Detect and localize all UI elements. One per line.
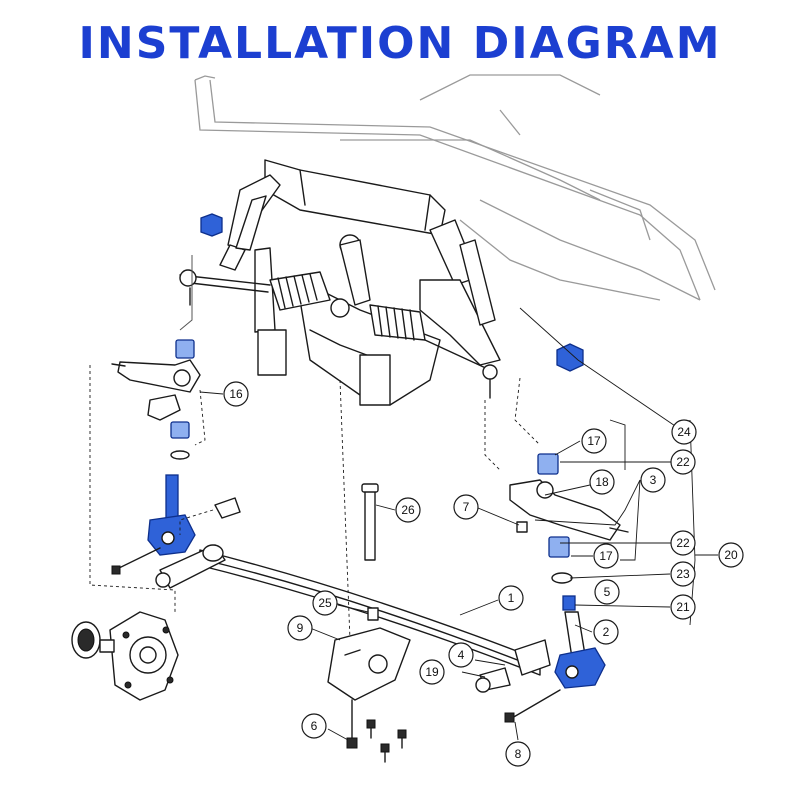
callout-2: 2: [593, 619, 619, 645]
bushing-upper-left: [175, 339, 195, 359]
svg-text:6: 6: [311, 719, 318, 733]
svg-text:20: 20: [724, 548, 738, 562]
svg-text:17: 17: [587, 434, 601, 448]
svg-text:9: 9: [297, 621, 304, 635]
svg-text:24: 24: [677, 425, 691, 439]
callout-19: 19: [419, 659, 445, 685]
callout-17-upper: 17: [581, 428, 607, 454]
bushing-lower-left: [170, 421, 190, 439]
bushing-lower-right: [548, 536, 570, 558]
callout-5: 5: [594, 579, 620, 605]
callout-1: 1: [498, 585, 524, 611]
callout-6: 6: [301, 713, 327, 739]
svg-text:5: 5: [604, 585, 611, 599]
spindle-housing-right: [554, 647, 606, 689]
svg-text:2: 2: [603, 625, 610, 639]
callout-21: 21: [670, 594, 696, 620]
bellows-left: [269, 271, 331, 311]
callout-8: 8: [505, 741, 531, 767]
kingpin-left: [165, 474, 179, 521]
page-title: INSTALLATION DIAGRAM: [78, 18, 722, 69]
callout-17-lower: 17: [593, 543, 619, 569]
bushing-upper-right: [537, 453, 559, 475]
svg-text:19: 19: [425, 665, 439, 679]
callout-24: 24: [671, 419, 697, 445]
wheel-hub: [71, 611, 179, 701]
callout-22-lower: 22: [670, 530, 696, 556]
callout-16: 16: [223, 381, 249, 407]
svg-text:17: 17: [599, 549, 613, 563]
svg-text:3: 3: [650, 473, 657, 487]
callout-25: 25: [312, 590, 338, 616]
bellows-right: [369, 304, 426, 341]
svg-text:22: 22: [676, 536, 690, 550]
svg-text:4: 4: [458, 648, 465, 662]
center-bracket: [327, 379, 411, 763]
nut-left-blue: [200, 213, 223, 237]
callout-22-upper: 22: [670, 449, 696, 475]
callout-20: 20: [718, 542, 744, 568]
left-spindle-group: [89, 213, 223, 612]
callout-9: 9: [287, 615, 313, 641]
svg-text:16: 16: [229, 387, 243, 401]
svg-text:23: 23: [676, 567, 690, 581]
svg-text:1: 1: [508, 591, 515, 605]
vehicle-frame: [194, 74, 716, 301]
callout-23: 23: [670, 561, 696, 587]
svg-text:8: 8: [515, 747, 522, 761]
callout-4: 4: [448, 642, 474, 668]
svg-text:25: 25: [318, 596, 332, 610]
callout-18: 18: [589, 469, 615, 495]
svg-text:22: 22: [676, 455, 690, 469]
thrust-washer-right: [562, 595, 576, 611]
callout-7: 7: [453, 494, 479, 520]
callout-26: 26: [395, 497, 421, 523]
svg-text:18: 18: [595, 475, 609, 489]
svg-text:26: 26: [401, 503, 415, 517]
svg-text:7: 7: [463, 500, 470, 514]
callout-3: 3: [640, 467, 666, 493]
svg-text:21: 21: [676, 600, 690, 614]
nut-right-blue: [556, 343, 584, 372]
steering-rack-assembly: [179, 159, 501, 406]
right-spindle-group: [484, 343, 629, 723]
